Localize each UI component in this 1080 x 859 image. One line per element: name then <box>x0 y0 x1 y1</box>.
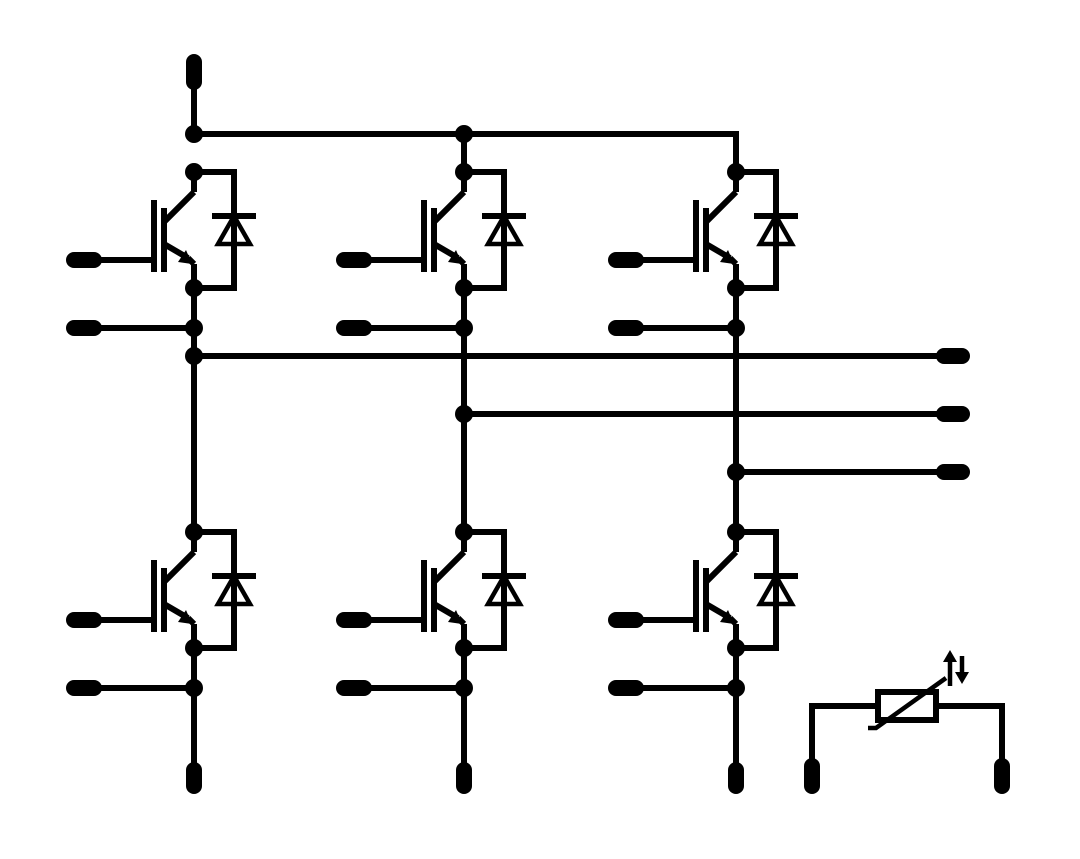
phase-3-low-side-igbt <box>608 523 798 697</box>
igbt-switches <box>66 163 798 794</box>
phase-output-lines <box>185 347 970 481</box>
phase-2-high-side-igbt <box>336 163 526 337</box>
phase-3-high-side-igbt <box>608 163 798 337</box>
diode-icon <box>756 571 796 607</box>
temperature-arrows-icon <box>943 650 969 686</box>
dc-positive-bus <box>185 54 739 172</box>
diode-icon <box>214 211 254 247</box>
diode-icon <box>756 211 796 247</box>
phase-legs <box>191 328 739 532</box>
diode-icon <box>214 571 254 607</box>
phase-1-high-side-igbt <box>66 163 256 337</box>
phase-1-low-side-igbt <box>66 523 256 697</box>
diode-icon <box>484 211 524 247</box>
diode-icon <box>484 571 524 607</box>
ntc-thermistor <box>804 650 1010 794</box>
phase-2-low-side-igbt <box>336 523 526 697</box>
